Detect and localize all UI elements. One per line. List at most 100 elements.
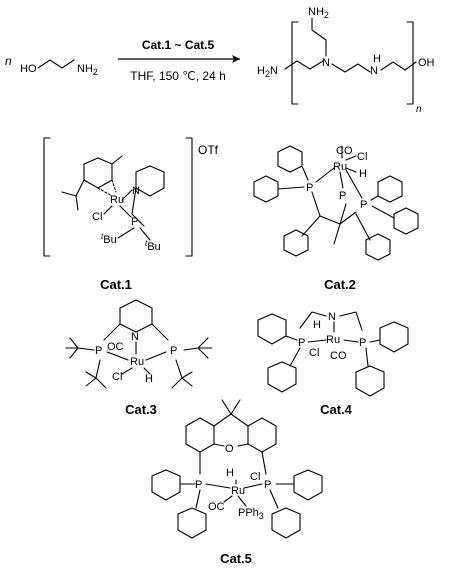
cat3-p-right: P (170, 345, 177, 357)
cat3-n: N (131, 331, 139, 343)
polymer-product: n H2N N NH2 N H OH (257, 6, 435, 115)
atom-nh: N (370, 65, 378, 77)
cat1-tbu-left: tBu (101, 232, 117, 246)
cat2-ru-ligand-bonds (341, 145, 357, 173)
cat2-phenyl-3 (377, 175, 403, 203)
cat2-ru-p-bonds (315, 167, 363, 199)
cat4-ru: Ru (326, 334, 340, 346)
cat2-phenyl-6 (365, 233, 391, 261)
cat5-phenyl-3 (293, 469, 323, 501)
atom-oh: OH (418, 57, 435, 69)
cat1-ru-cl-bond (103, 205, 113, 215)
cat2-phenyl-2 (253, 175, 279, 203)
ethanolamine-bonds (37, 59, 75, 69)
polymer-subscript-n: n (416, 104, 422, 115)
cat5-ru-bonds (205, 479, 263, 507)
cat2-co: CO (336, 145, 353, 157)
cat5-phenyl-1 (151, 469, 181, 501)
catalyst-3: N P P Ru OC Cl H Cat.3 (65, 299, 213, 417)
backbone-bonds-3 (380, 61, 417, 71)
cat5-h: H (226, 467, 234, 479)
cat3-ru-bonds (106, 341, 167, 375)
cat2-phenyl-1 (277, 145, 303, 173)
cat4-cyclohexyl-2 (267, 361, 297, 393)
cat2-p-right: P (360, 199, 367, 211)
cat3-ch2-bonds (103, 323, 169, 341)
coefficient-n: n (5, 54, 12, 68)
cat2-phenyl-4 (393, 207, 419, 235)
cat3-oc: OC (107, 341, 124, 353)
atom-h2n: H2N (257, 65, 278, 79)
cat1-ru-p-bond (119, 205, 132, 218)
cat1-right-bracket (185, 137, 193, 257)
cat3-h: H (145, 373, 153, 385)
cat2-label: Cat.2 (324, 277, 356, 292)
cat1-p: P (131, 216, 138, 228)
cat2-phenyl-5 (283, 229, 309, 257)
cat1-ru: Ru (110, 194, 124, 206)
cat4-cl: Cl (309, 347, 319, 359)
cat4-cyclohexyl-4 (355, 365, 385, 397)
cat2-ru: Ru (333, 161, 347, 173)
cat5-cme2-bonds (213, 399, 249, 427)
atom-n-tertiary: N (322, 57, 330, 69)
cat3-p-left: P (95, 345, 102, 357)
cat5-p-left: P (195, 479, 202, 491)
cat3-pyridine-ring (119, 299, 153, 333)
cat5-phenyl-2 (177, 507, 207, 539)
cat3-cl: Cl (112, 371, 122, 383)
cat1-pyridine-ring (135, 165, 165, 197)
cat4-p-right: P (359, 337, 366, 349)
cat5-ether-bonds (213, 443, 249, 447)
cat5-cl: Cl (250, 471, 260, 483)
cat1-cl: Cl (92, 211, 102, 223)
cat2-p-center: P (339, 190, 346, 202)
cat2-h: H (359, 168, 367, 180)
arrow-conditions-label: THF, 150 ℃, 24 h (130, 69, 226, 83)
cat5-aryl-p-bonds (199, 451, 267, 475)
cat4-ethylene-bonds (299, 311, 363, 331)
reaction: n HO NH2 Cat.1 ~ Cat.5 THF, 150 ℃, 24 h … (5, 6, 435, 115)
cat4-cyclohexyl-3 (379, 321, 409, 353)
backbone-bonds-2 (331, 63, 371, 73)
cat2-backbone-bonds (277, 165, 395, 245)
cat5-ru: Ru (231, 485, 245, 497)
cat4-p-cy-bonds (285, 335, 381, 367)
cat1-ch2-bond (131, 187, 145, 227)
cat5-o: O (225, 443, 234, 455)
cat5-oc: OC (208, 501, 225, 513)
cat4-h: H (313, 319, 321, 331)
cat1-n: N (132, 185, 140, 197)
cat5-xanthene-left (185, 417, 215, 453)
atom-top-nh2: NH2 (308, 6, 329, 20)
cat5-pph3: PPh3 (238, 507, 264, 521)
cat5-label: Cat.5 (220, 551, 252, 566)
cat1-ru-n-bond (121, 189, 133, 201)
cat5-p-ph-bonds (179, 483, 295, 509)
cat1-cymene-substituents (61, 155, 123, 211)
ethanolamine-structure: HO NH2 (20, 59, 98, 77)
catalyst-5: O P P Ru H Cl OC PPh3 Cat.5 (151, 399, 323, 566)
cat1-left-bracket (43, 137, 51, 257)
cat3-tbu-bonds (65, 337, 213, 389)
cat1-cymene-ring (83, 157, 113, 189)
cat4-co: CO (330, 350, 347, 362)
cat5-p-right: P (264, 479, 271, 491)
backbone-bonds-1 (284, 60, 324, 70)
left-bracket (291, 21, 299, 105)
cat1-eta6-bonds (97, 179, 117, 197)
cat4-label: Cat.4 (320, 402, 353, 417)
cat1-counterion: OTf (198, 143, 219, 157)
catalyst-4: N Ru H P P Cl CO Cat.4 (257, 311, 409, 417)
cat4-ru-bonds (307, 321, 359, 343)
cat4-cyclohexyl-1 (257, 313, 287, 345)
cat2-cl: Cl (357, 151, 367, 163)
right-bracket (406, 21, 414, 105)
cat2-p-left: P (306, 182, 313, 194)
cat4-p-left: P (298, 337, 305, 349)
cat1-tbu-right: tBu (145, 239, 161, 253)
arrow-head (232, 55, 240, 63)
cat3-ru: Ru (130, 356, 144, 368)
pendant-bonds (311, 17, 327, 57)
